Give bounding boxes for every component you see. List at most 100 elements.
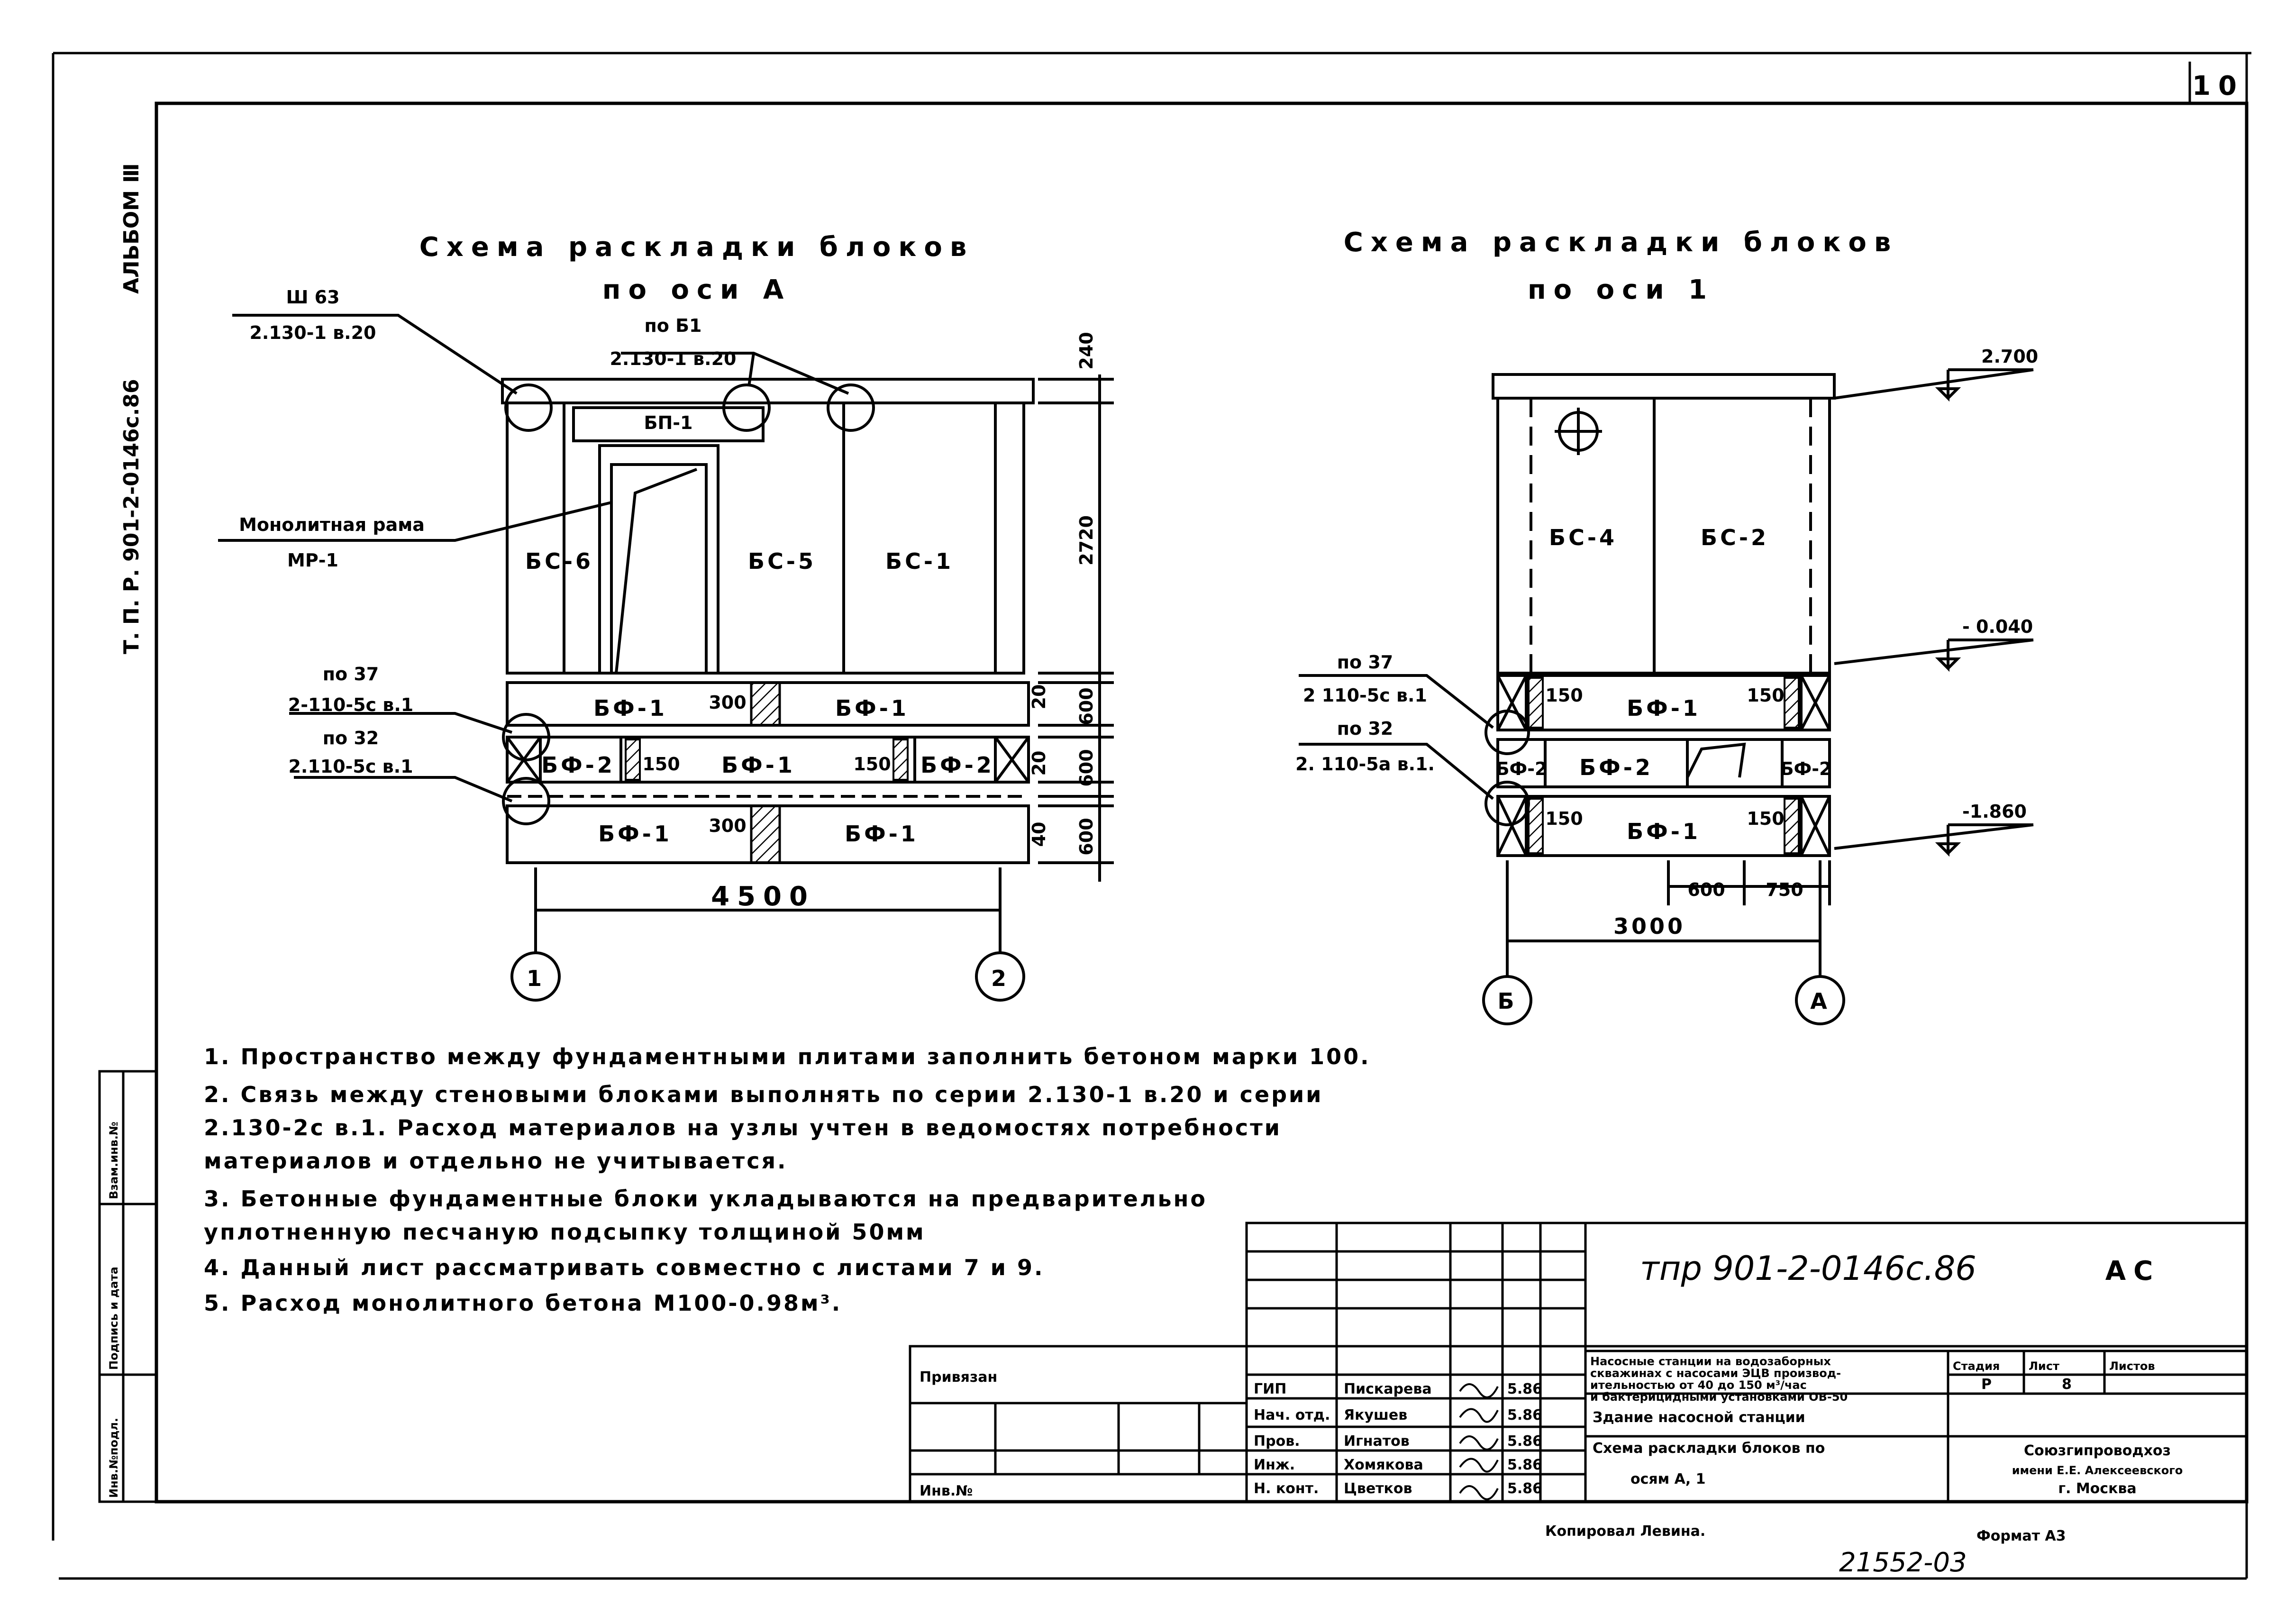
sheet-value: 8 [2062, 1376, 2072, 1393]
staff-date-0: 5.86 [1507, 1381, 1542, 1397]
doc-code: тпр 901-2-0146с.86 [1640, 1249, 1976, 1288]
format-label: Формат А3 [1976, 1528, 2066, 1544]
level-low: -1.860 [1962, 801, 2027, 822]
org-line-3: г. Москва [2058, 1480, 2136, 1497]
dim-b-150-2: 150 [1747, 685, 1784, 706]
note-2-cont-b: материалов и отдельно не учитывается. [204, 1148, 788, 1174]
dim-b-750: 750 [1766, 879, 1803, 900]
sheet-header: Лист [2029, 1359, 2059, 1373]
sheet-title-2: Схема раскладки блоков по [1593, 1440, 1825, 1457]
staff-name-2: Игнатов [1344, 1433, 1410, 1450]
desc-line-1: Насосные станции на водозаборных [1590, 1355, 1831, 1368]
staff-date-1: 5.86 [1507, 1407, 1542, 1423]
block-bs2: БС-2 [1701, 525, 1769, 550]
note-4: 4. Данный лист рассматривать совместно с… [204, 1255, 1045, 1280]
infill-a-1 [750, 681, 781, 727]
level-mid: - 0.040 [1962, 616, 2033, 637]
block-a-bf2-r2-right: БФ-2 [920, 752, 994, 778]
infill-b-2 [1784, 677, 1800, 729]
note-5: 5. Расход монолитного бетона М100-0.98м³… [204, 1290, 842, 1316]
stage-header: Стадия [1953, 1359, 2000, 1373]
callout-b-2-top: по 32 [1337, 718, 1393, 739]
block-a-bf1-r1-left: БФ-1 [593, 695, 667, 721]
staff-role-1: Нач. отд. [1254, 1407, 1330, 1423]
org-line-2: имени Е.Е. Алексеевского [2012, 1464, 2183, 1477]
staff-name-3: Хомякова [1344, 1457, 1423, 1473]
diagram-b-title: Схема раскладки блоков [1344, 227, 1899, 258]
staff-name-0: Пискарева [1344, 1381, 1432, 1397]
infill-b-1 [1528, 677, 1544, 729]
desc-line-3: ительностью от 40 до 150 м³/час [1590, 1378, 1807, 1392]
callout-a-4-bottom: 2-110-5с в.1 [288, 694, 413, 715]
staff-role-4: Н. конт. [1254, 1480, 1319, 1497]
signatures [1459, 1383, 1499, 1500]
stage-value: Р [1981, 1376, 1992, 1393]
infill-a-3 [892, 739, 909, 781]
dim-b-600: 600 [1687, 879, 1725, 900]
block-a-bf1-r1-right: БФ-1 [835, 695, 909, 721]
general-notes: 1. Пространство между фундаментными плит… [204, 1044, 1369, 1316]
sheet-title-3: осям А, 1 [1630, 1471, 1706, 1487]
callout-a-1-bottom: 2.130-1 в.20 [249, 322, 376, 343]
archive-number: 21552-03 [1839, 1547, 1967, 1578]
desc-line-4: и бактерицидными установками ОВ-50 [1590, 1390, 1848, 1404]
infill-b-4 [1784, 798, 1800, 854]
dim-a-2720: 2720 [1076, 515, 1097, 566]
dim-a-150-left: 150 [642, 754, 680, 775]
inv-no-label: Инв.№ [920, 1483, 973, 1499]
infill-b-3 [1528, 798, 1544, 854]
infill-a-4 [750, 804, 781, 864]
dim-a-20-mid: 20 [1029, 751, 1049, 776]
callout-b-1-top: по 37 [1337, 652, 1393, 673]
dim-a-150-right: 150 [853, 754, 891, 775]
dim-a-300-bottom: 300 [709, 815, 746, 836]
callout-b-2-bottom: 2. 110-5а в.1. [1295, 754, 1435, 775]
project-code-label: Т. П. Р. 901-2-0146с.86 [119, 379, 144, 654]
callout-a-3-bottom: МР-1 [287, 550, 338, 571]
title-block: тпр 901-2-0146с.86 АС Привязан Инв.№ ГИП… [909, 1222, 2248, 1503]
axis-2-marker: 2 [991, 966, 1009, 991]
privyazan-label: Привязан [920, 1369, 997, 1386]
block-bs5: БС-5 [748, 548, 816, 574]
staff-role-3: Инж. [1254, 1457, 1295, 1473]
block-a-bf1-r2: БФ-1 [721, 752, 795, 778]
diagram-b-subtitle: по оси 1 [1528, 274, 1714, 305]
block-b-bf2-3: БФ-2 [1780, 758, 1832, 779]
block-a-bf1-r3-right: БФ-1 [845, 821, 919, 847]
note-2-cont-a: 2.130-2с в.1. Расход материалов на узлы … [204, 1115, 1282, 1140]
axis-b-marker: Б [1497, 988, 1517, 1014]
dim-a-600-2: 600 [1076, 749, 1097, 786]
diagram-axis-1: Схема раскладки блоков по оси 1 [1295, 227, 2038, 1025]
dim-a-600-1: 600 [1076, 687, 1097, 725]
callout-a-4-top: по 37 [323, 664, 379, 684]
level-top: 2.700 [1981, 346, 2038, 367]
sheet-frame [52, 52, 2251, 1580]
block-b-bf2-2: БФ-2 [1579, 755, 1653, 780]
side-stamp [98, 1070, 158, 1503]
sheets-header: Листов [2109, 1359, 2155, 1373]
dim-b-150-4: 150 [1747, 808, 1784, 829]
callout-a-5-top: по 32 [323, 728, 379, 748]
callout-a-2-top: по Б1 [645, 315, 702, 336]
stamp-signature-date: Подпись и дата [107, 1267, 120, 1370]
diagram-a-title: Схема раскладки блоков [419, 232, 974, 263]
axis-a-marker: А [1810, 988, 1830, 1014]
desc-line-2: скважинах с насосами ЭЦВ производ- [1590, 1367, 1841, 1380]
album-label: АЛЬБОМ Ⅲ [119, 163, 144, 294]
dim-a-4500: 4500 [711, 881, 815, 912]
dim-a-40: 40 [1029, 822, 1049, 847]
callout-a-1-top: Ш 63 [286, 287, 339, 308]
staff-name-1: Якушев [1344, 1407, 1407, 1423]
org-line-1: Союзгипроводхоз [2024, 1442, 2171, 1459]
sheet-number: 10 [2192, 71, 2244, 101]
callout-b-1-bottom: 2 110-5с в.1 [1303, 685, 1427, 706]
sheet-title-1: Здание насосной станции [1593, 1409, 1805, 1426]
staff-date-2: 5.86 [1507, 1433, 1542, 1450]
callout-a-3-top: Монолитная рама [239, 514, 425, 535]
infill-a-2 [625, 739, 641, 781]
callout-a-5-bottom: 2.110-5с в.1 [288, 756, 413, 777]
copied-by: Копировал Левина. [1545, 1523, 1705, 1540]
block-bs1: БС-1 [885, 548, 954, 574]
block-a-bf1-r3-left: БФ-1 [598, 821, 672, 847]
